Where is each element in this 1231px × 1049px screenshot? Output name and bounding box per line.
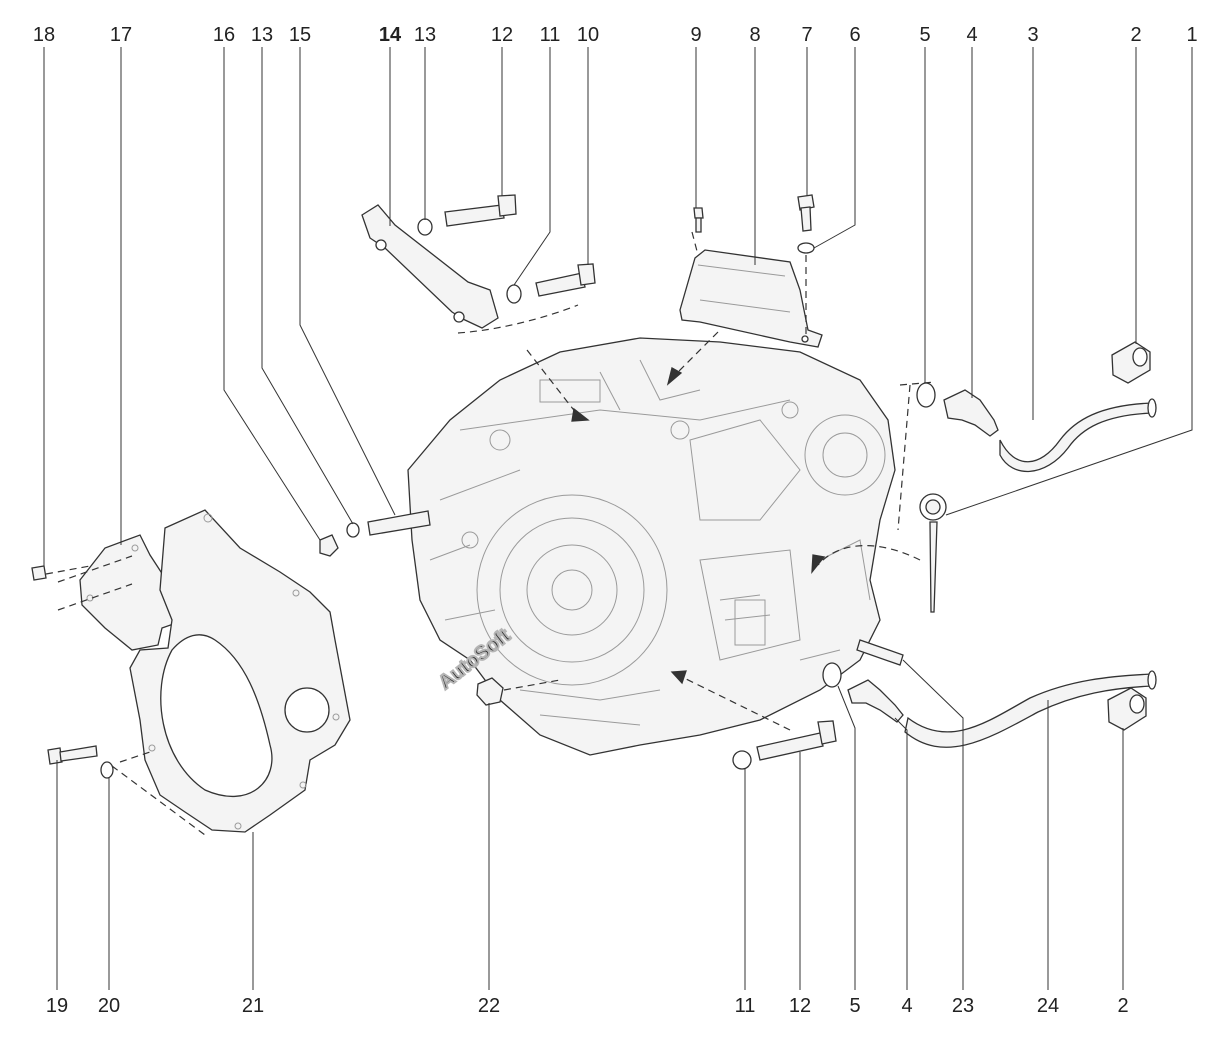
callouts-bottom: 19 20 21 22 11 12 5 4 23 24 2	[46, 995, 1129, 1017]
callout-16: 16	[213, 24, 235, 46]
callout-3: 3	[1027, 24, 1038, 46]
callout-2: 2	[1130, 24, 1141, 46]
callout-8: 8	[749, 24, 760, 46]
callout-12: 12	[491, 24, 513, 46]
cover-plate-21	[129, 509, 351, 833]
bolt-9	[693, 207, 704, 233]
assembly-dashed-lines	[45, 231, 936, 836]
clamp-2-top	[1111, 341, 1151, 384]
callout-11: 11	[735, 995, 756, 1017]
callout-10: 10	[577, 24, 599, 46]
washer-5-top	[916, 382, 936, 408]
washer-13-left	[346, 522, 360, 538]
callout-9: 9	[690, 24, 701, 46]
callout-19: 19	[46, 995, 68, 1017]
callout-13: 13	[414, 24, 436, 46]
callout-22: 22	[478, 995, 500, 1017]
clamp-2-bottom	[1107, 687, 1147, 731]
callout-1: 1	[1186, 24, 1197, 46]
bolt-18	[31, 565, 47, 581]
callout-4: 4	[966, 24, 977, 46]
callout-18: 18	[33, 24, 55, 46]
washer-11-top	[506, 284, 522, 304]
callout-11: 11	[540, 24, 561, 46]
bolt-12-bottom	[756, 720, 837, 761]
callout-12: 12	[789, 995, 811, 1017]
bracket-14	[361, 204, 499, 329]
nut-11-bottom	[732, 750, 752, 770]
fitting-4-bottom	[847, 679, 904, 723]
dipstick-1	[919, 493, 947, 613]
leader-lines	[43, 47, 1193, 990]
callout-20: 20	[98, 995, 120, 1017]
washer-6	[797, 242, 815, 254]
callout-15: 15	[289, 24, 311, 46]
bolt-12-top	[444, 194, 517, 227]
hose-3	[999, 398, 1157, 473]
bolt-19	[47, 745, 98, 765]
stud-23	[856, 639, 904, 666]
callout-24: 24	[1037, 995, 1059, 1017]
nut-22	[476, 677, 504, 706]
callout-21: 21	[242, 995, 264, 1017]
callout-7: 7	[801, 24, 812, 46]
callout-23: 23	[952, 995, 974, 1017]
callout-2: 2	[1117, 995, 1128, 1017]
callout-4: 4	[901, 995, 912, 1017]
washer-20	[100, 761, 114, 779]
callouts-top: 18 17 16 13 15 14 13 12 11 10 9 8 7 6 5 …	[33, 24, 1198, 46]
callout-13: 13	[251, 24, 273, 46]
fitting-4-top	[943, 389, 999, 437]
washer-13-top	[417, 218, 433, 236]
washer-5-bottom	[822, 662, 842, 688]
callout-6: 6	[849, 24, 860, 46]
hose-24	[904, 670, 1157, 748]
callout-5: 5	[849, 995, 860, 1017]
stud-15	[367, 510, 431, 536]
callout-14: 14	[379, 24, 402, 46]
callout-5: 5	[919, 24, 930, 46]
bracket-8	[679, 249, 823, 348]
bolt-10-top	[535, 263, 596, 297]
nut-16	[319, 534, 339, 557]
bolt-7	[797, 194, 815, 232]
callout-17: 17	[110, 24, 132, 46]
